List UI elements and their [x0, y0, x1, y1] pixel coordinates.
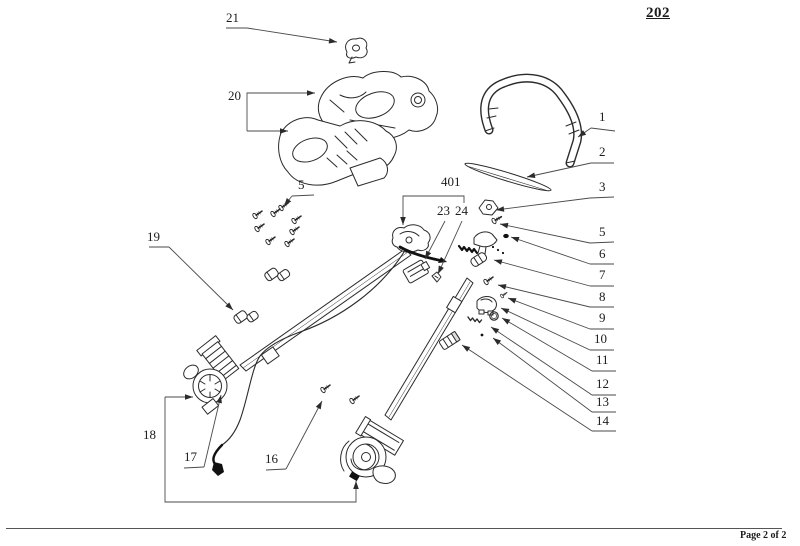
callout-5-arrowhead	[284, 198, 292, 206]
callout-line-24-arrowhead	[185, 394, 193, 400]
lower-shaft-tube	[384, 277, 474, 421]
callout-5-leader	[499, 223, 591, 244]
part-21-clip	[345, 37, 368, 64]
callout-line-18-arrowhead	[400, 217, 406, 225]
callout-14-leader	[461, 344, 593, 432]
callout-8-arrowhead	[498, 284, 507, 290]
part-11-oring	[489, 311, 499, 321]
callout-5-arrowhead	[500, 222, 509, 229]
callout-7-leader	[493, 259, 591, 287]
callout-1-arrowhead	[578, 130, 587, 137]
part-6-nut	[503, 233, 509, 239]
part-small-dots	[491, 245, 505, 255]
callout-23-arrowhead	[425, 250, 432, 259]
callout-21-leader	[246, 27, 338, 43]
part-20-housing-lower	[278, 117, 397, 187]
page-number-header: 202	[646, 5, 670, 21]
part-head-assembly	[319, 381, 404, 484]
part-13-dot	[480, 333, 484, 337]
callout-9-leader	[507, 297, 591, 330]
part-engine-assembly	[183, 335, 240, 415]
callout-19-arrowhead	[225, 302, 233, 310]
callout-3-underline	[589, 196, 615, 199]
throttle-cable	[221, 245, 447, 446]
footer-divider	[6, 528, 782, 529]
callout-21-arrowhead	[328, 38, 337, 44]
callout-11-leader	[501, 317, 593, 372]
part-14-grip-wedge	[438, 330, 461, 350]
callout-12-arrowhead	[491, 327, 500, 334]
callout-2-leader	[526, 162, 592, 178]
callout-2-arrowhead	[527, 172, 536, 179]
footer-page-label: Page 2 of 2	[740, 530, 787, 541]
callout-1-underline	[590, 127, 616, 132]
callout-line-25-leader	[164, 397, 357, 503]
callout-6-arrowhead	[511, 236, 520, 243]
part-cable-connector-a	[264, 267, 291, 282]
callout-7-arrowhead	[494, 259, 503, 265]
callout-24-arrowhead	[438, 265, 444, 274]
part-trigger	[473, 231, 498, 255]
callout-6-leader	[510, 236, 591, 265]
callout-17-arrowhead	[216, 395, 222, 404]
callout-line-25-arrowhead	[353, 481, 359, 489]
part-17-wire-connector	[212, 443, 224, 476]
callout-19-leader	[168, 246, 234, 311]
callout-17-underline	[183, 466, 205, 469]
part-19-connector	[233, 310, 259, 324]
callout-line-18-leader	[402, 195, 465, 225]
callout-12-leader	[490, 326, 593, 396]
part-23-switch	[402, 259, 431, 284]
callout-16-leader	[285, 400, 323, 470]
callout-17-leader	[203, 394, 222, 468]
part-throttle-housing	[391, 224, 431, 253]
part-3-bracket	[478, 199, 499, 216]
part-7-spring-and-barrel	[457, 244, 488, 267]
callout-24-leader	[437, 220, 463, 275]
callout-line-16-arrowhead	[280, 128, 288, 134]
part-24-clip	[431, 271, 442, 283]
callout-14-arrowhead	[462, 345, 471, 352]
callout-5-underline	[589, 241, 615, 244]
upper-shaft-tube	[239, 248, 412, 372]
part-1-loop-handle	[480, 73, 583, 168]
callout-3-arrowhead	[496, 206, 505, 212]
callout-8-leader	[497, 284, 591, 308]
callout-10-leader	[500, 307, 591, 351]
callout-13-arrowhead	[493, 338, 502, 346]
callout-11-arrowhead	[502, 318, 511, 325]
callout-3-leader	[495, 197, 591, 211]
callout-5-underline	[291, 194, 315, 197]
callout-9-arrowhead	[508, 298, 517, 304]
callout-13-leader	[492, 337, 593, 413]
callout-16-arrowhead	[315, 401, 322, 410]
callout-line-15-leader	[246, 92, 315, 131]
callout-10-arrowhead	[501, 308, 510, 314]
callout-line-15-arrowhead	[307, 90, 315, 96]
part-2-blade-guard	[464, 162, 552, 192]
callout-16-underline	[265, 468, 287, 471]
part-12-spring	[467, 316, 483, 324]
